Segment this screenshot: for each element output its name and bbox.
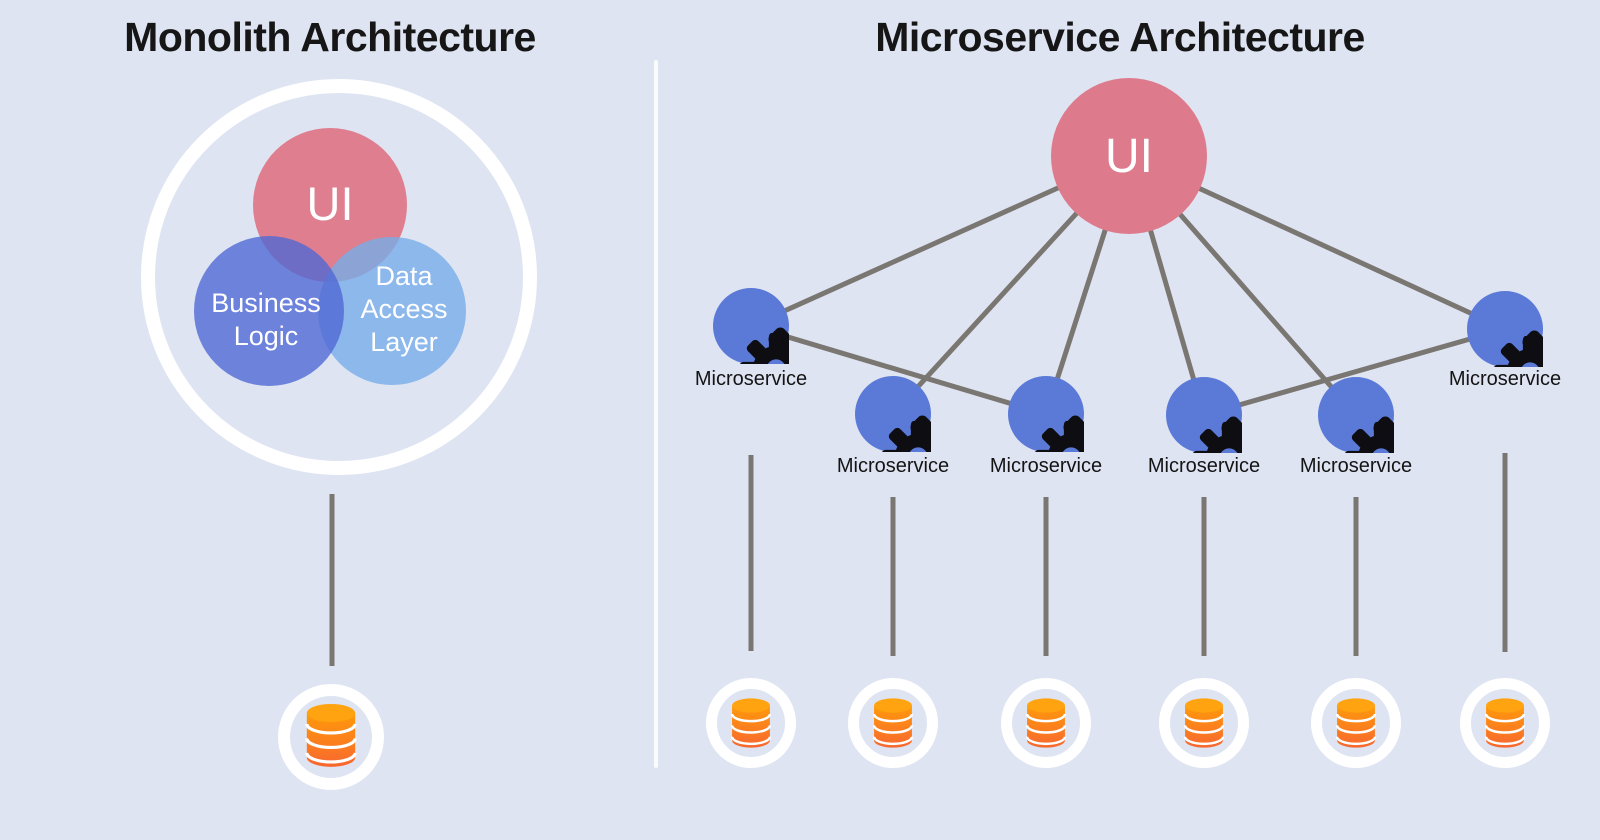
database-icon xyxy=(1482,697,1528,750)
service-label: Microservice xyxy=(1147,455,1261,477)
service-label: Microservice xyxy=(694,368,808,390)
database-icon xyxy=(302,702,360,770)
database-icon xyxy=(1333,697,1379,750)
microservice-ui-label: UI xyxy=(1105,129,1153,183)
service-label: Microservice xyxy=(989,455,1103,477)
service-node xyxy=(1008,376,1084,452)
database-ring xyxy=(1159,678,1249,768)
database-ring xyxy=(1001,678,1091,768)
gears-icon xyxy=(1318,377,1394,453)
service-node xyxy=(1467,291,1543,367)
service-node xyxy=(713,288,789,364)
gears-icon xyxy=(1467,291,1543,367)
database-ring xyxy=(1460,678,1550,768)
gears-icon xyxy=(855,376,931,452)
monolith-business-circle xyxy=(194,236,344,386)
monolith-title: Monolith Architecture xyxy=(124,14,536,60)
gears-icon xyxy=(1166,377,1242,453)
database-icon xyxy=(870,697,916,750)
service-label: Microservice xyxy=(836,455,950,477)
database-ring xyxy=(848,678,938,768)
monolith-ui-label: UI xyxy=(306,177,354,230)
microservice-ui-circle: UI xyxy=(1051,78,1207,234)
gears-icon xyxy=(1008,376,1084,452)
service-label: Microservice xyxy=(1448,368,1562,390)
database-icon xyxy=(1023,697,1069,750)
connector-line xyxy=(750,323,1047,417)
gears-icon xyxy=(713,288,789,364)
monolith-business-label: Business Logic xyxy=(211,288,321,351)
panel-divider xyxy=(654,60,658,768)
database-icon xyxy=(1181,697,1227,750)
service-node xyxy=(1166,377,1242,453)
service-node xyxy=(1318,377,1394,453)
database-ring xyxy=(706,678,796,768)
service-node xyxy=(855,376,931,452)
monolith-data-access-label: Data Access Layer xyxy=(360,261,448,357)
database-icon xyxy=(728,697,774,750)
connector-line xyxy=(1203,326,1506,418)
service-label: Microservice xyxy=(1299,455,1413,477)
database-ring xyxy=(1311,678,1401,768)
microservice-title: Microservice Architecture xyxy=(875,14,1365,60)
